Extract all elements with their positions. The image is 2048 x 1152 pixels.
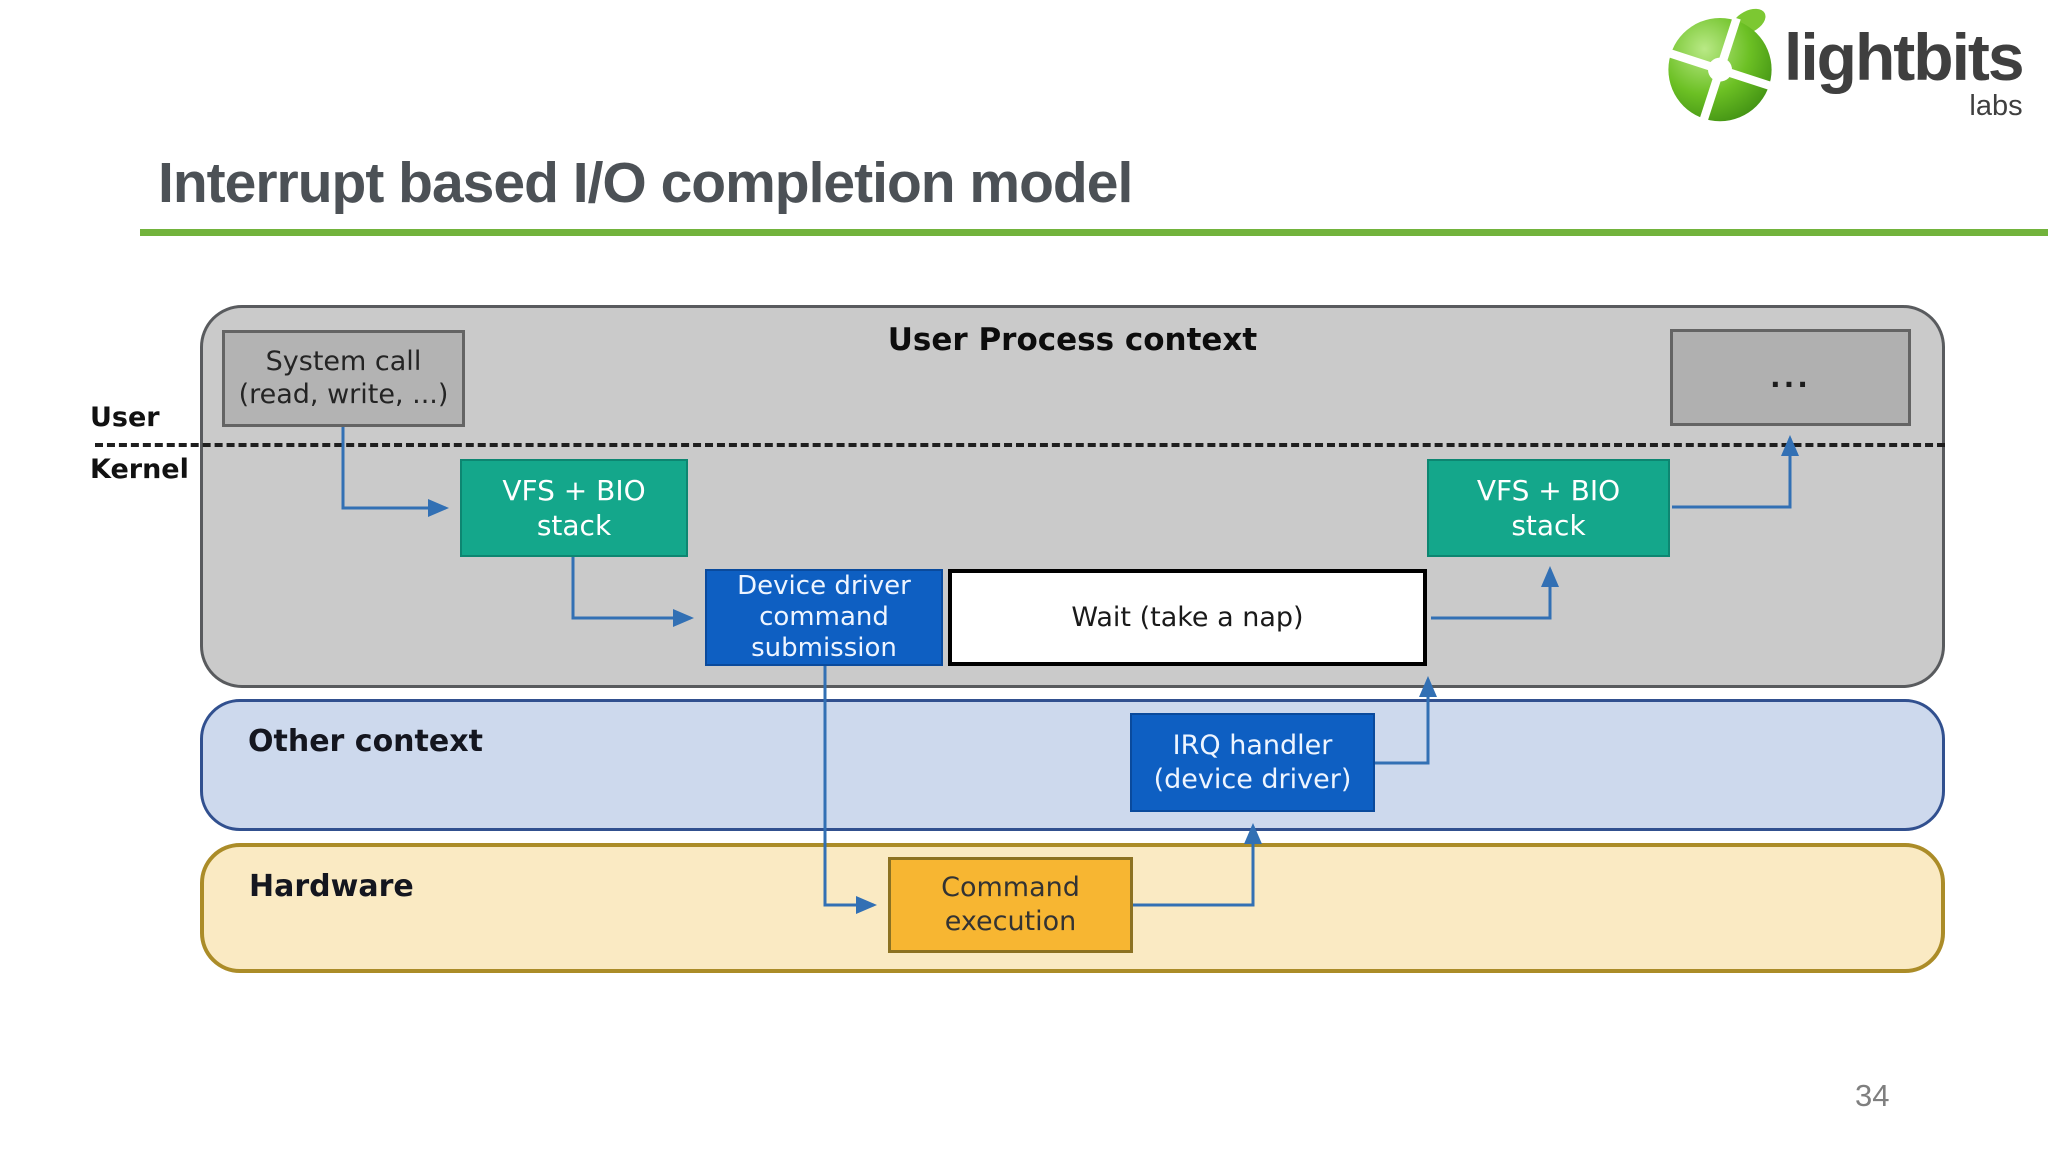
wait-node: Wait (take a nap): [948, 569, 1427, 666]
other-context-band: Other context: [200, 699, 1945, 831]
title-underline: [140, 229, 2048, 236]
user-boundary-label: User: [90, 402, 160, 433]
hardware-label: Hardware: [249, 869, 414, 904]
vfs-bio-stack-right-node: VFS + BIO stack: [1427, 459, 1670, 557]
logo-text: lightbits labs: [1784, 20, 2025, 122]
page-title: Interrupt based I/O completion model: [158, 151, 1133, 215]
logo-sub-label: labs: [1969, 90, 2023, 122]
other-context-label: Other context: [248, 724, 483, 759]
vfs-bio-stack-left-node: VFS + BIO stack: [460, 459, 688, 557]
page-number: 34: [1855, 1078, 1890, 1113]
irq-handler-node: IRQ handler (device driver): [1130, 713, 1375, 812]
user-process-context-label: User Process context: [887, 322, 1258, 358]
user-kernel-boundary-line: [95, 443, 1945, 447]
lightbits-logo-icon: [1667, 8, 1773, 123]
device-driver-submission-node: Device driver command submission: [705, 569, 943, 666]
logo-wordmark: lightbits: [1784, 20, 2025, 94]
lightbits-logo: lightbits labs: [1660, 6, 2025, 126]
kernel-boundary-label: Kernel: [90, 454, 189, 485]
ellipsis-node: ...: [1670, 329, 1911, 426]
system-call-node: System call (read, write, ...): [222, 330, 465, 427]
command-execution-node: Command execution: [888, 857, 1133, 953]
